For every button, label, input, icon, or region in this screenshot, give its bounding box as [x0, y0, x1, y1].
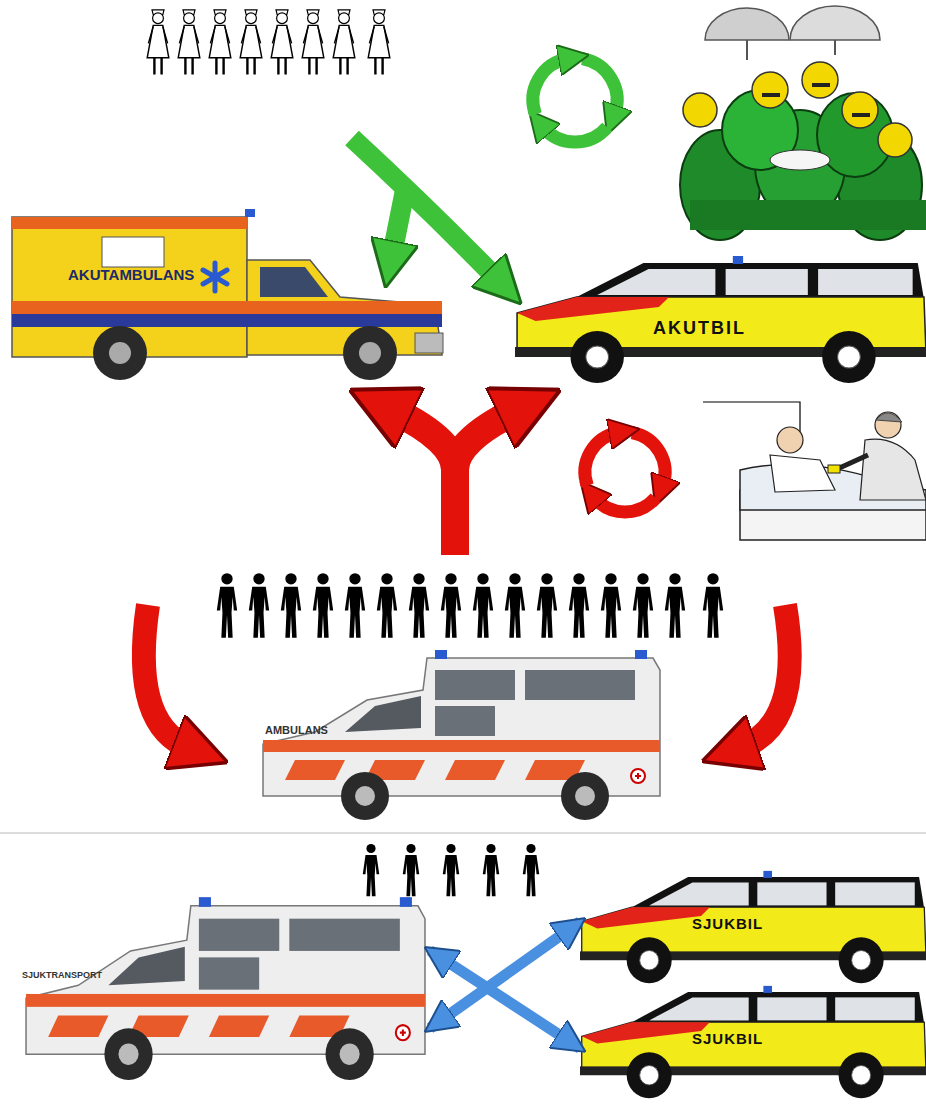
red-cycle-arrows	[585, 433, 665, 512]
nurse-row	[147, 10, 390, 75]
vehicle-shape	[18, 895, 430, 1080]
vehicle-node: SJUKTRANSPORT	[18, 895, 430, 1080]
vehicle-label: SJUKBIL	[692, 916, 763, 933]
green-split-arrow	[352, 138, 498, 280]
vehicle-label: AKUTBIL	[653, 319, 746, 339]
staff-row	[217, 573, 723, 638]
vehicle-label: AMBULANS	[265, 724, 328, 736]
transfer-arrow	[430, 922, 580, 1028]
red-split-arrow	[392, 410, 518, 555]
vehicle-label: SJUKBIL	[692, 1031, 763, 1048]
red-curved-arrows	[144, 605, 790, 748]
vehicle-node: SJUKBIL	[580, 870, 926, 985]
vehicle-node: AMBULANS	[255, 648, 665, 820]
staff-group	[363, 844, 540, 896]
vehicle-label: SJUKTRANSPORT	[22, 971, 102, 981]
green-cycle-arrows	[533, 59, 617, 142]
surgery-scene	[680, 6, 926, 240]
vehicle-shape	[10, 205, 445, 380]
vehicle-node: SJUKBIL	[580, 985, 926, 1100]
vehicle-node: AKUTAMBULANS	[10, 205, 445, 380]
patient-care-scene	[703, 402, 926, 540]
divider-line	[0, 832, 926, 834]
transfer-arrow	[430, 951, 580, 1049]
vehicle-label: AKUTAMBULANS	[68, 267, 194, 284]
vehicle-node: AKUTBIL	[515, 255, 926, 385]
